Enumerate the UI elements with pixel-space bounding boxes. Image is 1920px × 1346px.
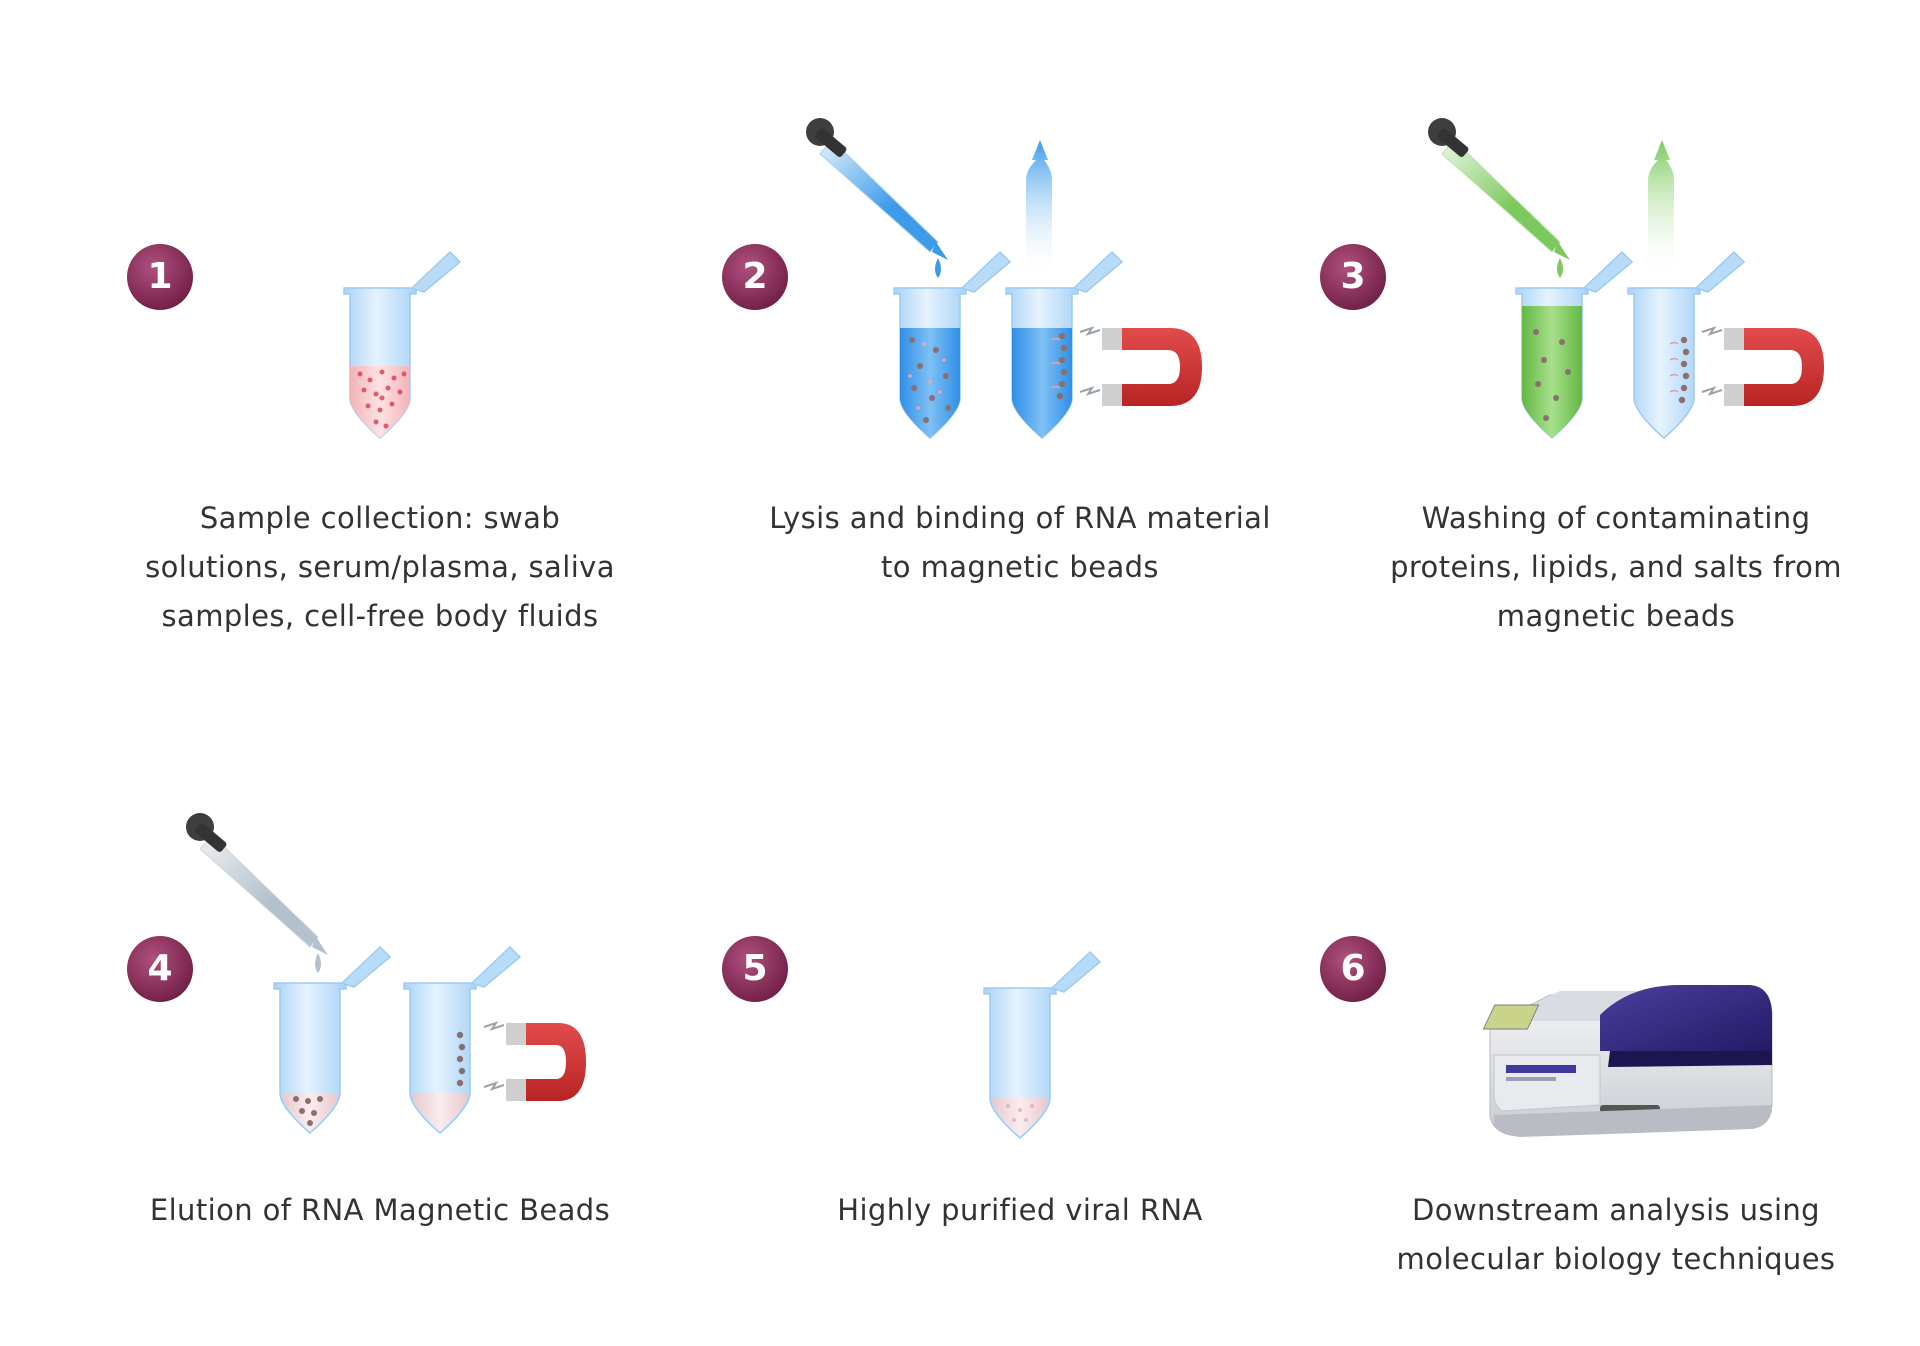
caption-line: proteins, lipids, and salts from [1390,550,1842,584]
caption-line: Highly purified viral RNA [837,1193,1203,1227]
step-caption: Downstream analysis using molecular biol… [1336,1186,1896,1284]
caption-line: Lysis and binding of RNA material [769,501,1271,535]
elution-magnet-icon [186,813,586,1134]
caption-line: Downstream analysis using [1412,1193,1820,1227]
step-number-badge: 4 [127,936,193,1002]
step-caption: Washing of contaminating proteins, lipid… [1336,494,1896,641]
caption-line: molecular biology techniques [1396,1242,1836,1276]
pipette-icon [1428,118,1570,278]
pipette-icon [806,118,948,278]
caption-line: samples, cell-free body fluids [161,599,599,633]
step-caption: Sample collection: swab solutions, serum… [100,494,660,641]
caption-line: Elution of RNA Magnetic Beads [149,1193,611,1227]
tube-with-sample-icon [343,251,461,439]
step-number-badge: 2 [722,244,788,310]
spectrophotometer-icon [1482,985,1773,1137]
caption-line: Washing of contaminating [1421,501,1811,535]
step-caption: Lysis and binding of RNA material to mag… [740,494,1300,592]
arrow-up-icon [1648,140,1674,280]
caption-line: solutions, serum/plasma, saliva [145,550,615,584]
pipette-icon [186,813,328,973]
caption-line: magnetic beads [1496,599,1736,633]
step-number-badge: 5 [722,936,788,1002]
caption-line: Sample collection: swab [199,501,561,535]
step-caption: Elution of RNA Magnetic Beads [100,1186,660,1235]
arrow-up-icon [1026,140,1052,280]
step-number-badge: 6 [1320,936,1386,1002]
caption-line: to magnetic beads [881,550,1159,584]
step-caption: Highly purified viral RNA [740,1186,1300,1235]
step-number-badge: 3 [1320,244,1386,310]
washing-magnet-icon [1428,118,1824,439]
step-number-badge: 1 [127,244,193,310]
lysis-binding-magnet-icon [806,118,1202,439]
purified-rna-tube-icon [983,950,1102,1139]
